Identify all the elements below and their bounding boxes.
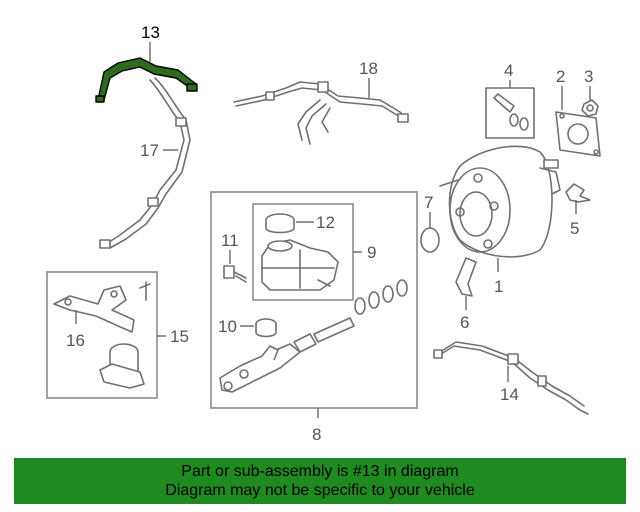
callout-18[interactable]: 18 bbox=[359, 59, 378, 78]
callout-6[interactable]: 6 bbox=[460, 313, 469, 332]
callout-2[interactable]: 2 bbox=[556, 67, 565, 86]
part-16-bracket bbox=[53, 281, 151, 333]
callout-14[interactable]: 14 bbox=[500, 385, 519, 404]
banner-line-2: Diagram may not be specific to your vehi… bbox=[165, 482, 475, 499]
part-6-bracket bbox=[455, 257, 477, 297]
part-12-reservoir-cap bbox=[265, 213, 295, 234]
info-banner: Part or sub-assembly is #13 in diagram D… bbox=[14, 458, 626, 504]
callout-15[interactable]: 15 bbox=[170, 327, 189, 346]
part-13-vacuum-hose[interactable] bbox=[95, 57, 198, 103]
callout-8[interactable]: 8 bbox=[312, 425, 321, 444]
part-4-pin-kit bbox=[485, 87, 535, 139]
group-box-15 bbox=[46, 271, 158, 399]
callout-5[interactable]: 5 bbox=[570, 219, 579, 238]
callout-12[interactable]: 12 bbox=[316, 213, 335, 232]
callout-7[interactable]: 7 bbox=[424, 193, 433, 212]
part-10-grommet bbox=[255, 318, 277, 338]
part-2-gasket bbox=[555, 111, 601, 157]
part-11-bolt bbox=[223, 265, 247, 283]
callout-16[interactable]: 16 bbox=[66, 331, 85, 350]
callout-9[interactable]: 9 bbox=[367, 243, 376, 262]
callout-10[interactable]: 10 bbox=[218, 317, 237, 336]
callout-1[interactable]: 1 bbox=[494, 277, 503, 296]
callout-4[interactable]: 4 bbox=[504, 61, 513, 80]
parts-diagram: 13 17 18 4 2 3 bbox=[46, 23, 601, 444]
part-17-tube bbox=[99, 77, 191, 249]
banner-line-1: Part or sub-assembly is #13 in diagram bbox=[181, 463, 459, 480]
group-box-8 bbox=[210, 191, 418, 409]
callout-3[interactable]: 3 bbox=[584, 67, 593, 86]
part-1-brake-booster bbox=[439, 145, 561, 258]
part-14-hose bbox=[433, 341, 589, 415]
part-15-vacuum-actuator bbox=[99, 343, 145, 389]
callout-11[interactable]: 11 bbox=[221, 231, 239, 250]
part-7-o-ring bbox=[420, 227, 440, 253]
callout-13[interactable]: 13 bbox=[141, 23, 160, 42]
part-3-nut bbox=[581, 99, 599, 117]
part-9-reservoir bbox=[261, 239, 339, 291]
part-8-master-cylinder bbox=[219, 279, 408, 393]
part-5-clip bbox=[565, 183, 591, 203]
part-18-hose-assembly bbox=[233, 81, 409, 145]
callout-17[interactable]: 17 bbox=[140, 141, 159, 160]
